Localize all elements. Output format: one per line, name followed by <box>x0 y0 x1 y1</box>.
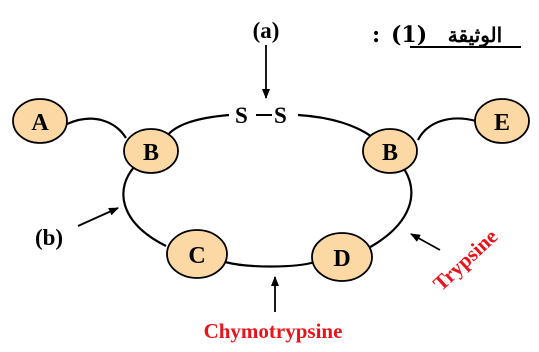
chain-bleft-to-s <box>165 113 230 138</box>
label-chymotrypsine: Chymotrypsine <box>204 319 343 343</box>
node-a-label: A <box>31 110 49 136</box>
title-colon: : <box>372 22 380 48</box>
node-c-label: C <box>188 243 205 269</box>
chain-c-to-bleft <box>122 165 167 247</box>
sulfur-left: S <box>235 103 248 128</box>
amino-acid-labels: A B B E C D <box>31 110 510 272</box>
node-a <box>12 98 68 144</box>
label-trypsine: Trypsine <box>428 224 502 295</box>
chain-e-to-bright <box>417 117 477 141</box>
node-b-right <box>362 128 418 174</box>
node-e <box>474 98 530 144</box>
node-c <box>166 229 228 279</box>
chain-a-to-bleft <box>66 117 127 139</box>
title-number: (1) <box>391 22 427 48</box>
arrow-trypsine <box>410 233 441 251</box>
node-e-label: E <box>494 110 510 136</box>
node-b-right-label: B <box>382 140 398 166</box>
disulfide-bridge: S S <box>235 103 287 128</box>
chain-d-to-c <box>224 260 316 268</box>
arrow-b <box>77 207 119 227</box>
node-b-left <box>123 128 179 174</box>
document-title: : (1) الوثيقة <box>372 22 521 48</box>
node-b-left-label: B <box>143 140 159 166</box>
chain-bright-to-d <box>360 165 413 253</box>
node-d <box>311 232 373 282</box>
label-b: (b) <box>35 225 63 250</box>
chain-s-to-bright <box>297 113 377 141</box>
label-a: (a) <box>253 18 280 43</box>
title-word: الوثيقة <box>448 23 502 48</box>
sulfur-right: S <box>274 103 287 128</box>
amino-acid-nodes <box>12 98 530 282</box>
arrows <box>77 45 441 312</box>
node-d-label: D <box>333 246 350 272</box>
